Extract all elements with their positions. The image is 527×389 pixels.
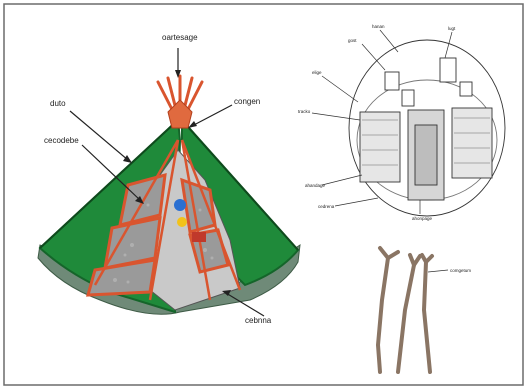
- plan-right-bench: [452, 108, 492, 178]
- plan-left-bench: [360, 112, 400, 182]
- label-left-middle: cecodebe: [44, 136, 79, 145]
- entrance-blue-item: [174, 199, 186, 211]
- entrance-yellow-item: [177, 217, 187, 227]
- plan-label-left-mid: tracko: [298, 109, 311, 114]
- label-right-upper: congen: [234, 97, 260, 106]
- label-bottom-right: cebnna: [245, 316, 272, 325]
- plan-label-left-upper: elige: [312, 70, 322, 75]
- plan-label-left-low2: cedrena: [318, 204, 335, 209]
- poles-label: comgetum: [450, 268, 471, 273]
- label-left-upper: duto: [50, 99, 66, 108]
- plan-label-left-low1: ahandage: [305, 183, 326, 188]
- label-top: oartesage: [162, 33, 198, 42]
- plan-label-top-left: hanan: [372, 24, 385, 29]
- plan-label-top-right: lugt: [448, 26, 456, 31]
- entrance-red-item: [192, 232, 206, 242]
- plan-label-top-mid: gost: [348, 38, 357, 43]
- plan-label-bottom: ahonpage: [412, 216, 433, 221]
